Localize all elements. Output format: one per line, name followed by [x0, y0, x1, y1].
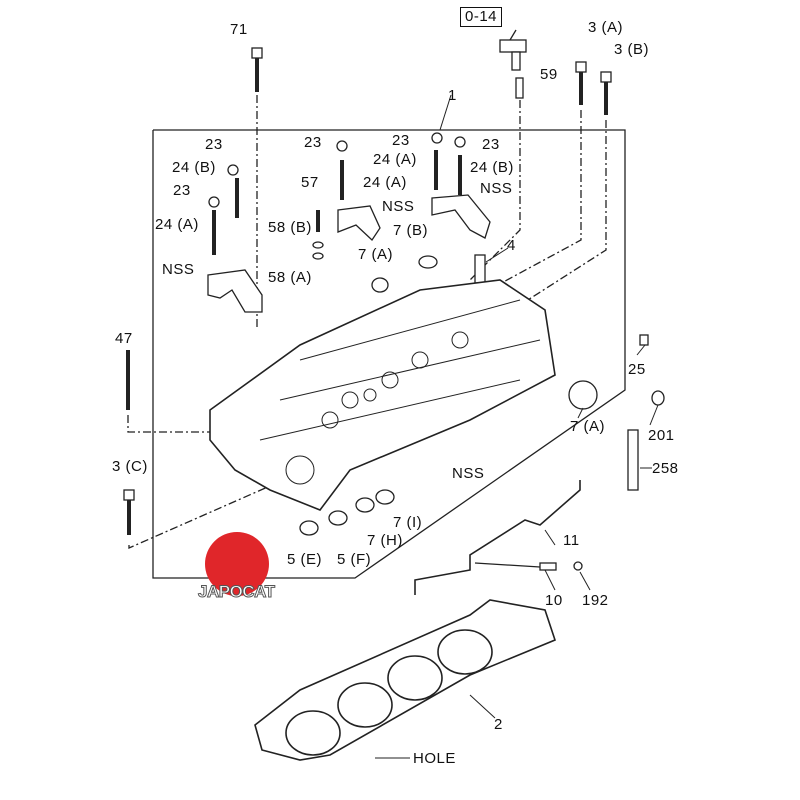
- connector-11: [414, 480, 581, 595]
- part-label: 24 (B): [172, 159, 216, 176]
- part-label: 23: [205, 136, 223, 153]
- assembly-frame: [152, 129, 626, 579]
- reference-0-14: 0-14: [460, 7, 503, 27]
- part-label: 57: [301, 174, 319, 191]
- japocat-logo: JAPOCAT: [197, 530, 288, 610]
- bearing-cap-mid: [337, 205, 381, 241]
- part-label: NSS: [480, 180, 513, 197]
- part-label: NSS: [382, 198, 415, 215]
- part-label: 7 (A): [358, 246, 394, 263]
- part-label: HOLE: [413, 750, 456, 767]
- part-label: 5 (F): [337, 551, 372, 568]
- part-label: 3 (C): [112, 458, 148, 475]
- part-label: 24 (A): [363, 174, 407, 191]
- part-label: 23: [392, 132, 410, 149]
- part-label: 23: [304, 134, 322, 151]
- part-label: 7 (I): [393, 514, 423, 531]
- part-label: 23: [173, 182, 191, 199]
- part-label: 5 (E): [287, 551, 323, 568]
- logo-red-disk: [205, 532, 269, 596]
- part-label: 3 (A): [588, 19, 624, 36]
- part-label: 4: [507, 237, 516, 254]
- part-label: 201: [648, 427, 675, 444]
- cylinder-head: [209, 279, 556, 511]
- part-label: 3 (B): [614, 41, 650, 58]
- part-label: 11: [563, 532, 580, 549]
- bolt-3a: [469, 61, 587, 301]
- bolt-3b: [519, 71, 612, 306]
- part-label: 47: [115, 330, 133, 347]
- part-label: 24 (A): [373, 151, 417, 168]
- part-label: 25: [628, 361, 646, 378]
- sensor-0-14: [499, 29, 527, 71]
- pin-59: [469, 77, 524, 281]
- part-label: NSS: [162, 261, 195, 278]
- part-label: 10: [545, 592, 563, 609]
- part-label: 7 (A): [570, 418, 606, 435]
- part-label: 192: [582, 592, 609, 609]
- part-label: 7 (H): [367, 532, 403, 549]
- part-label: 24 (A): [155, 216, 199, 233]
- part-label: 58 (B): [268, 219, 312, 236]
- part-label: NSS: [452, 465, 485, 482]
- part-label: 1: [448, 87, 457, 104]
- logo-text: JAPOCAT: [197, 582, 275, 602]
- part-label: 7 (B): [393, 222, 429, 239]
- part-label: 59: [540, 66, 558, 83]
- bearing-cap-right: [431, 194, 491, 239]
- part-label: 71: [230, 21, 248, 38]
- head-gasket: [254, 599, 556, 761]
- part-label: 258: [652, 460, 679, 477]
- part-label: 23: [482, 136, 500, 153]
- bearing-cap-left: [207, 269, 263, 313]
- part-label: 2: [494, 716, 503, 733]
- part-label: 58 (A): [268, 269, 312, 286]
- part-label: 24 (B): [470, 159, 514, 176]
